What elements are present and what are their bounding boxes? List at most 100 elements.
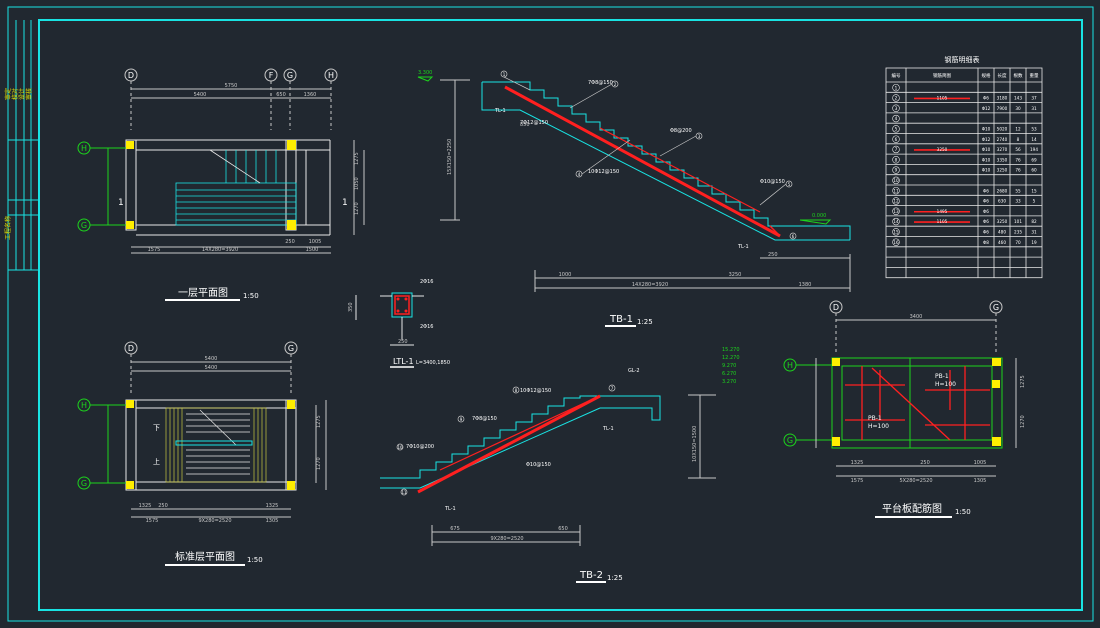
- table-cell: 13: [893, 209, 899, 214]
- tb2-label-phi10: Φ10@150: [526, 462, 551, 468]
- title-strip: [8, 20, 39, 271]
- table-cell: 14: [893, 219, 899, 224]
- axis-G: G: [287, 71, 293, 80]
- section-mark-right: 1: [342, 198, 348, 208]
- plan-standard-floor: D G 5400 5400: [77, 341, 327, 566]
- slab-dim-1325: 1325: [851, 460, 864, 466]
- tb1-rebar-id-1: 1: [503, 72, 506, 77]
- ltl-dim-250: 250: [398, 339, 408, 345]
- table-cell: 12: [893, 199, 899, 204]
- table-cell: Φ6: [983, 219, 989, 224]
- table-title: 钢筋明细表: [945, 55, 980, 64]
- tb1-label-10phi12: 10Φ12@150: [588, 169, 619, 175]
- tb2-rebar-id-10: 10: [397, 445, 403, 450]
- tb2-level-5: 3.270: [722, 379, 736, 385]
- table-cell: Φ10: [982, 157, 991, 162]
- table-cell: 3250: [937, 147, 948, 152]
- tb1-rebar-id-4: 4: [578, 172, 581, 177]
- std-axis-G: G: [288, 344, 294, 353]
- table-cell: 69: [1031, 157, 1037, 162]
- tb1-rebar-id-2: 2: [614, 82, 617, 87]
- slab-pb1-thick: H=100: [935, 381, 956, 388]
- table-cell: 9: [895, 168, 898, 173]
- tb2-dim-675: 675: [450, 526, 460, 532]
- table-id-circle: [892, 207, 900, 215]
- ltl-dim-350: 350: [348, 302, 354, 312]
- table-cell: 12: [1015, 127, 1021, 132]
- table-cell: 82: [1031, 219, 1037, 224]
- slab-dim-250: 250: [920, 460, 930, 466]
- table-cell: 11: [893, 188, 899, 193]
- table-cell: 1495: [937, 209, 948, 214]
- dim-5750: 5750: [225, 83, 238, 89]
- table-cell: 31: [1031, 106, 1037, 111]
- table-cell: Φ10: [982, 168, 991, 173]
- dim-bottom-1500: 1500: [306, 247, 319, 253]
- table-header-0: 编号: [892, 72, 901, 79]
- table-cell: Φ6: [983, 188, 989, 193]
- table-cell: Φ8: [983, 240, 989, 245]
- slab-axis-left-G: G: [787, 436, 793, 445]
- table-cell: 7: [895, 147, 898, 152]
- table-id-circle: [892, 238, 900, 246]
- slab-dim-1005: 1005: [974, 460, 987, 466]
- tb1-section: 3.300 0.000 15X150=2250 TL-1 TL-1 7Φ8@15…: [417, 70, 851, 327]
- tb2-label-7phi8: 7Φ8@150: [472, 416, 497, 422]
- tb1-label-tl1-bottom: TL-1: [737, 244, 749, 250]
- std-dim-5400b: 5400: [205, 365, 218, 371]
- table-cell: 6: [895, 137, 898, 142]
- table-cell: 460: [998, 240, 1006, 245]
- tb1-level-3300: 3.300: [418, 70, 432, 76]
- table-id-circle: [892, 145, 900, 154]
- tb1-scale: 1:25: [637, 318, 653, 326]
- table-cell: 19: [1031, 240, 1037, 245]
- table-header-4: 根数: [1014, 72, 1023, 79]
- std-axis-left-G: G: [81, 479, 87, 488]
- ltl-note: L=3400,1850: [416, 360, 450, 366]
- table-header-5: 重量: [1030, 72, 1039, 79]
- slab-axis-left-H: H: [787, 361, 793, 370]
- tb1-height-dim: 15X150=2250: [447, 139, 453, 175]
- table-cell: Φ12: [982, 137, 991, 142]
- tb2-label-gl2: GL-2: [628, 368, 640, 374]
- dim-bottom-250: 250: [285, 239, 295, 245]
- std-dim-5400a: 5400: [205, 356, 218, 362]
- table-cell: 16: [893, 240, 899, 245]
- table-cell: Φ10: [982, 147, 991, 152]
- table-cell: 76: [1015, 168, 1021, 173]
- table-id-circle: [892, 94, 900, 102]
- table-cell: 56: [1015, 147, 1021, 152]
- tb2-label-7phi10: 7Φ10@200: [406, 444, 434, 450]
- tb2-dim-650: 650: [558, 526, 568, 532]
- table-id-circle: [892, 83, 900, 92]
- table-cell: 33: [1015, 199, 1021, 204]
- std-dim-9x280: 9X280=2520: [198, 518, 231, 524]
- table-cell: 7900: [997, 106, 1008, 111]
- dim-right-1275: 1275: [354, 152, 360, 165]
- tb2-level-1: 15.270: [722, 347, 740, 353]
- table-id-circle: [892, 228, 900, 236]
- table-cell: 235: [1014, 230, 1022, 235]
- table-cell: Φ6: [983, 209, 989, 214]
- std-dim-right-1275: 1275: [316, 415, 322, 428]
- strip-label-2: 校对: [11, 88, 19, 100]
- tb1-rebar-id-5: 5: [788, 182, 791, 187]
- drawing-frame: [7, 6, 1094, 622]
- table-cell: Φ6: [983, 230, 989, 235]
- slab-pb1-label-2: PB-1: [868, 415, 882, 422]
- table-id-circle: [892, 176, 900, 185]
- table-id-circle: [892, 217, 900, 226]
- table-cell: 2680: [997, 188, 1008, 193]
- table-cell: 8: [1017, 137, 1020, 142]
- axis-H: H: [328, 71, 334, 80]
- table-cell: 143: [1014, 96, 1022, 101]
- table-cell: 1105: [937, 96, 948, 101]
- slab-axis-D: D: [833, 303, 839, 312]
- std-dim-1575: 1575: [146, 518, 159, 524]
- ltl-detail: 2Φ16 2Φ16 250 350 LTL-1 L=3400,1850: [348, 279, 450, 368]
- slab-pb1-label: PB-1: [935, 373, 949, 380]
- tb2-label-tl1-top: TL-1: [602, 426, 614, 432]
- tb1-label-7phi12: 7Φ12@150: [520, 120, 548, 126]
